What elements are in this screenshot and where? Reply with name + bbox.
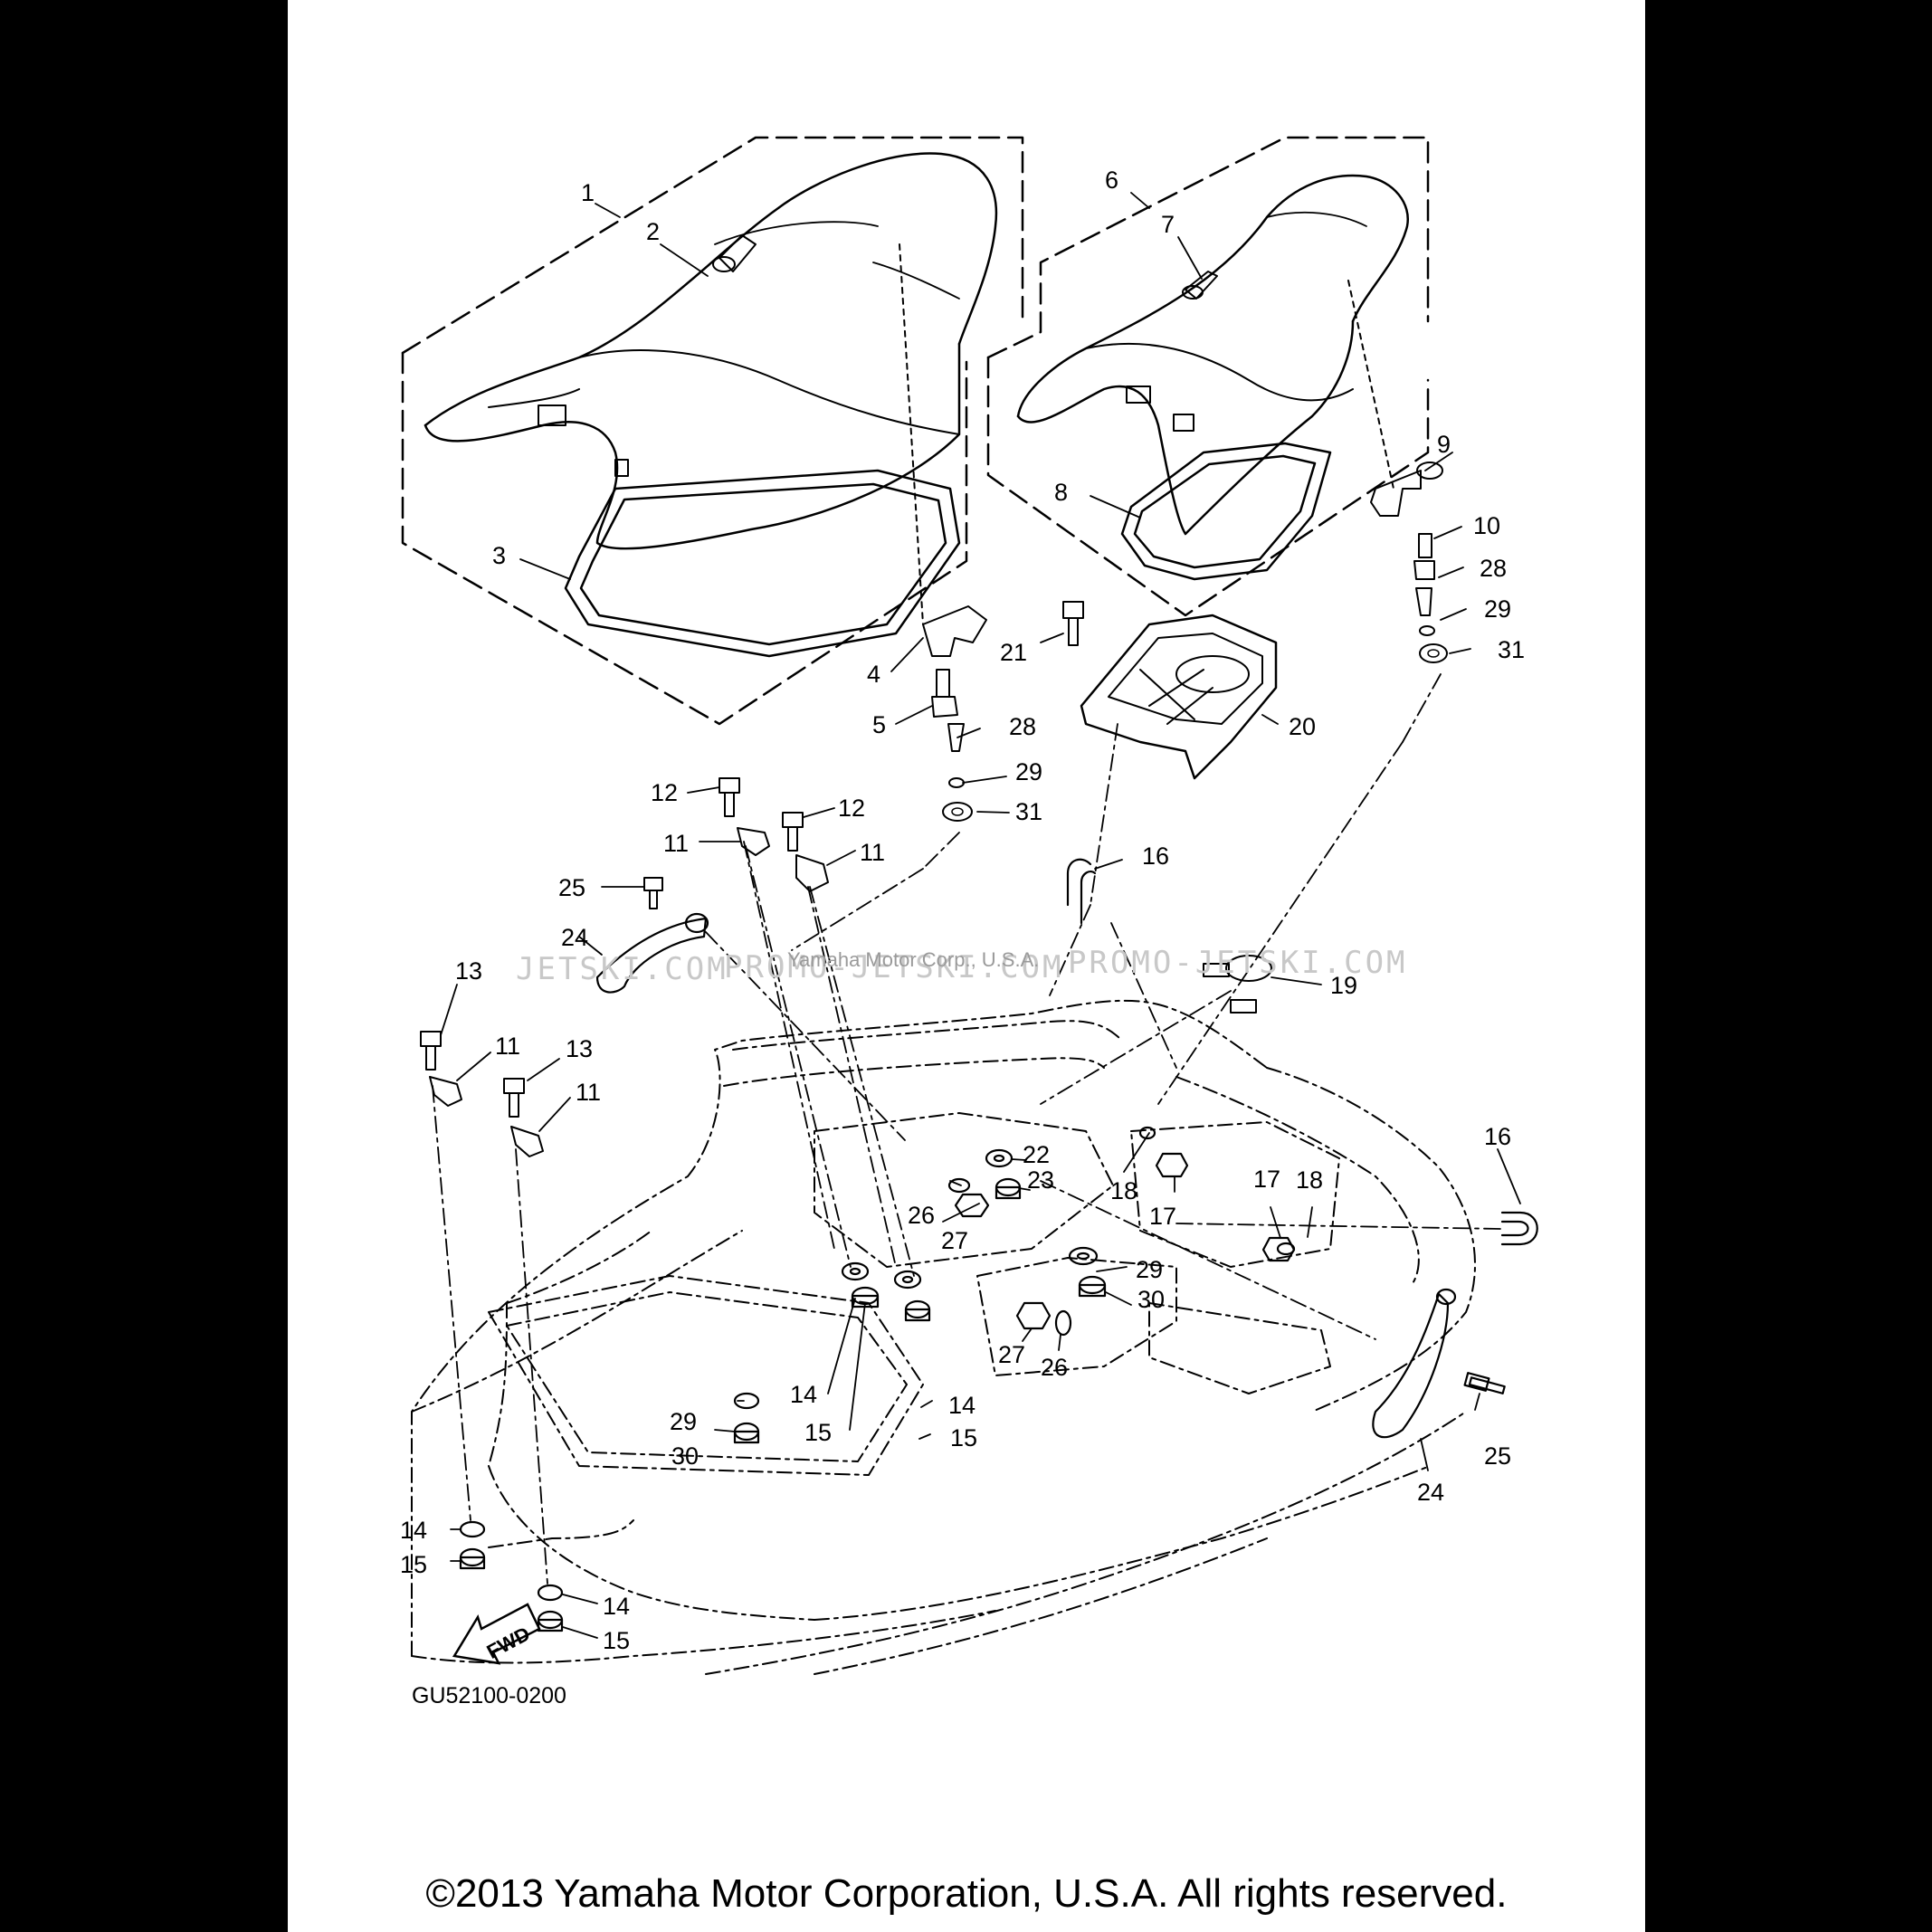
callout-11d: 11 bbox=[576, 1079, 601, 1106]
callout-25b: 25 bbox=[1484, 1442, 1511, 1470]
callout-29b: 29 bbox=[1484, 595, 1511, 623]
callout-17b: 17 bbox=[1253, 1166, 1280, 1193]
fwd-arrow: FWD bbox=[452, 1603, 541, 1665]
callout-16b: 16 bbox=[1484, 1123, 1511, 1150]
u-bolt-16-top bbox=[1066, 858, 1097, 925]
callout-26b: 26 bbox=[1041, 1354, 1068, 1381]
callout-29a: 29 bbox=[1015, 758, 1042, 785]
u-bolt-16-right bbox=[1500, 1211, 1538, 1246]
copyright-notice: ©2013 Yamaha Motor Corporation, U.S.A. A… bbox=[425, 1871, 1508, 1916]
callout-15c: 15 bbox=[400, 1551, 427, 1578]
callout-11b: 11 bbox=[860, 839, 885, 866]
handle-24-right bbox=[1372, 1288, 1506, 1439]
callout-3: 3 bbox=[492, 542, 506, 569]
seat-6-frame bbox=[1120, 442, 1332, 581]
callout-12a: 12 bbox=[651, 779, 678, 806]
seat-1-leader-line bbox=[899, 243, 924, 625]
callout-20: 20 bbox=[1289, 713, 1316, 740]
callout-30a: 30 bbox=[1137, 1286, 1165, 1313]
callout-19: 19 bbox=[1330, 972, 1357, 999]
seat-6-leader-line bbox=[1347, 280, 1394, 490]
handle-24-left bbox=[595, 912, 709, 994]
seat-6 bbox=[1016, 174, 1410, 536]
hull bbox=[411, 999, 1476, 1675]
callout-27b: 27 bbox=[998, 1341, 1025, 1368]
seat-1-group-box bbox=[401, 136, 1024, 726]
callout-28a: 28 bbox=[1009, 713, 1036, 740]
callout-15b: 15 bbox=[950, 1424, 977, 1451]
seat-6-group-box bbox=[986, 136, 1430, 617]
part-19 bbox=[1203, 955, 1272, 1014]
bolt-21 bbox=[1062, 601, 1084, 646]
callout-11c: 11 bbox=[495, 1033, 520, 1060]
callout-14c: 14 bbox=[400, 1517, 427, 1544]
callout-8: 8 bbox=[1054, 479, 1068, 506]
callout-18a: 18 bbox=[1110, 1177, 1137, 1204]
leader-lines bbox=[440, 192, 1521, 1639]
callout-24b: 24 bbox=[1417, 1479, 1444, 1506]
callout-29c: 29 bbox=[1136, 1256, 1163, 1283]
watermark-overlay: Yamaha Motor Corp., U.S.A. bbox=[787, 948, 1039, 971]
callout-1: 1 bbox=[581, 179, 595, 206]
callout-11a: 11 bbox=[663, 830, 689, 857]
callout-14b: 14 bbox=[948, 1392, 976, 1419]
callout-15a: 15 bbox=[804, 1419, 832, 1446]
callout-13b: 13 bbox=[566, 1035, 593, 1062]
watermark-right: PROMO-JETSKI.COM bbox=[1068, 945, 1408, 981]
callout-13a: 13 bbox=[455, 957, 482, 985]
watermark-mid: PROMO-JETSKI.COM bbox=[724, 949, 1064, 985]
seat-1 bbox=[424, 152, 998, 550]
callout-14d: 14 bbox=[603, 1593, 630, 1620]
callout-2: 2 bbox=[646, 218, 660, 245]
callout-26a: 26 bbox=[908, 1202, 935, 1229]
callout-18b: 18 bbox=[1296, 1166, 1323, 1194]
watermark: JETSKI.COM PROMO-JETSKI.COM PROMO-JETSKI… bbox=[516, 945, 1408, 987]
callout-5: 5 bbox=[872, 711, 886, 738]
callout-30b: 30 bbox=[671, 1442, 699, 1470]
callout-27a: 27 bbox=[941, 1227, 968, 1254]
callout-31a: 31 bbox=[1015, 798, 1042, 825]
callout-4: 4 bbox=[867, 661, 880, 688]
callout-6: 6 bbox=[1105, 167, 1118, 194]
latch-stack-left bbox=[922, 605, 987, 822]
callout-10: 10 bbox=[1473, 512, 1500, 539]
seat-1-frame bbox=[564, 469, 961, 658]
latch-stack-right bbox=[1370, 462, 1448, 663]
callout-12b: 12 bbox=[838, 795, 865, 822]
callout-23: 23 bbox=[1027, 1166, 1054, 1194]
tray-20 bbox=[1080, 614, 1278, 780]
callout-29d: 29 bbox=[670, 1408, 697, 1435]
callout-22: 22 bbox=[1023, 1141, 1050, 1168]
callout-21: 21 bbox=[1000, 639, 1027, 666]
assembly-lines bbox=[432, 673, 1503, 1585]
callout-9: 9 bbox=[1437, 431, 1451, 458]
callout-31b: 31 bbox=[1498, 636, 1525, 663]
callouts: 1 2 3 4 5 6 7 8 9 10 11 11 11 11 12 12 1… bbox=[400, 167, 1525, 1654]
callout-25a: 25 bbox=[558, 874, 585, 901]
watermark-left: JETSKI.COM bbox=[516, 951, 728, 987]
callout-15d: 15 bbox=[603, 1627, 630, 1654]
callout-7: 7 bbox=[1161, 211, 1175, 238]
callout-16a: 16 bbox=[1142, 842, 1169, 870]
hull-hardware bbox=[459, 1126, 1296, 1632]
part-code: GU52100-0200 bbox=[412, 1683, 566, 1708]
callout-24a: 24 bbox=[561, 924, 588, 951]
callout-17a: 17 bbox=[1149, 1203, 1176, 1230]
callout-14a: 14 bbox=[790, 1381, 817, 1408]
callout-28b: 28 bbox=[1480, 555, 1507, 582]
